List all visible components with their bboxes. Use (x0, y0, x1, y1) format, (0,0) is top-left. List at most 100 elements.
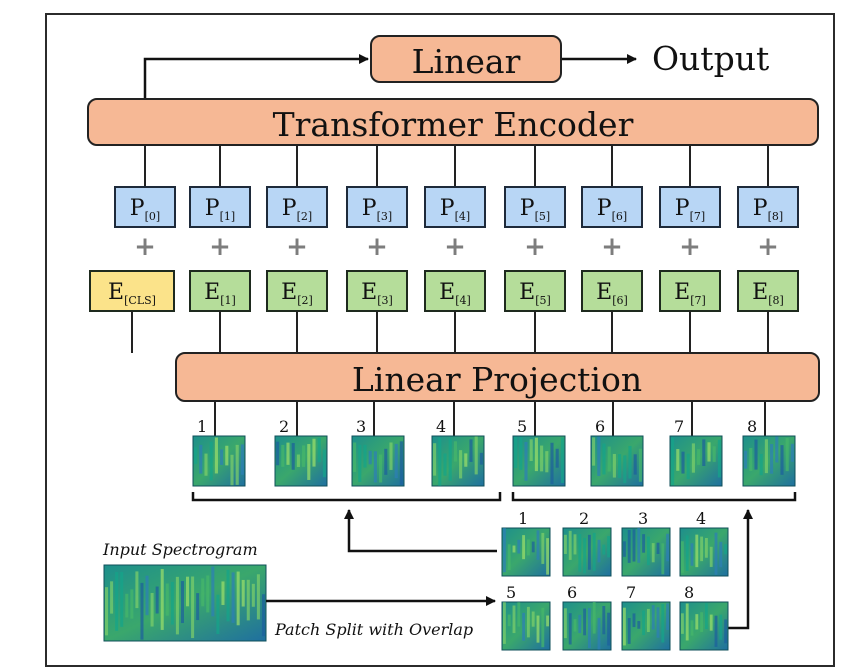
cls-embedding-box (89, 270, 175, 312)
patch-tile (669, 435, 723, 487)
position-embedding-box (504, 186, 566, 228)
linear-box (370, 35, 562, 83)
split-patch-tile (562, 601, 612, 651)
position-subscript: [7] (690, 210, 706, 223)
position-base: P (130, 196, 145, 221)
position-base: P (440, 196, 455, 221)
plus-sign: + (286, 232, 308, 262)
position-embedding-label: P[5] (520, 196, 550, 223)
patch-number: 7 (674, 417, 684, 436)
position-embedding-box (189, 186, 251, 228)
patch-tile (590, 435, 644, 487)
patch-number: 6 (595, 417, 605, 436)
patch-number: 1 (197, 417, 207, 436)
plus-sign: + (444, 232, 466, 262)
split-patch-number: 3 (638, 509, 648, 528)
linear-projection-box (175, 352, 820, 402)
position-base: P (520, 196, 535, 221)
patch-number: 2 (279, 417, 289, 436)
split-patch-tile (562, 527, 612, 577)
plus-sign: + (134, 232, 156, 262)
patch-embedding-box (504, 270, 566, 312)
patch-tile (351, 435, 405, 487)
bracket-right-group (511, 492, 797, 502)
patch-tile (274, 435, 328, 487)
split-patch-number: 5 (506, 583, 516, 602)
bracket-left-group (191, 492, 502, 502)
plus-sign: + (601, 232, 623, 262)
position-embedding-label: P[3] (362, 196, 392, 223)
plus-sign: + (366, 232, 388, 262)
split-to-right-group-arrow (728, 509, 753, 630)
transformer-encoder-box (87, 98, 819, 146)
patch-split-label: Patch Split with Overlap (274, 620, 473, 639)
plus-sign: + (679, 232, 701, 262)
patch-embedding-label: E[6] (596, 280, 628, 307)
token-columns: P[0]+E[CLS]P[1]+E[1]P[2]+E[2]P[3]+E[3]P[… (89, 145, 799, 353)
input-spectrogram-label: Input Spectrogram (102, 540, 258, 559)
position-base: P (362, 196, 377, 221)
patch-number: 5 (517, 417, 527, 436)
position-subscript: [0] (145, 210, 161, 223)
patch-embedding-label: E[7] (674, 280, 706, 307)
split-patch-number: 6 (567, 583, 577, 602)
position-embedding-label: P[4] (440, 196, 470, 223)
position-subscript: [2] (297, 210, 313, 223)
split-patch-tile (501, 527, 551, 577)
position-base: P (205, 196, 220, 221)
patch-embedding-box (346, 270, 408, 312)
cls-embedding-label: E[CLS] (108, 280, 156, 307)
split-patch-number: 1 (518, 509, 528, 528)
split-patch-tile (621, 527, 671, 577)
split-patch-number: 4 (696, 509, 706, 528)
position-base: P (675, 196, 690, 221)
position-base: P (753, 196, 768, 221)
position-embedding-box (114, 186, 176, 228)
position-subscript: [6] (612, 210, 628, 223)
position-subscript: [3] (377, 210, 393, 223)
input-spectrogram (103, 564, 267, 642)
position-base: P (597, 196, 612, 221)
patch-embedding-label: E[5] (519, 280, 551, 307)
position-subscript: [1] (220, 210, 236, 223)
patch-embedding-label: E[2] (281, 280, 313, 307)
split-patch-tile (679, 527, 729, 577)
linear-projection-label: Linear Projection (352, 360, 642, 399)
split-patch-number: 2 (579, 509, 589, 528)
position-embedding-box (346, 186, 408, 228)
patch-tile (192, 435, 246, 487)
transformer-encoder-label: Transformer Encoder (273, 105, 634, 144)
split-patch-tile (501, 601, 551, 651)
patch-tile (431, 435, 485, 487)
position-embedding-label: P[8] (753, 196, 783, 223)
position-embedding-box (581, 186, 643, 228)
position-embedding-box (737, 186, 799, 228)
patch-embedding-label: E[4] (439, 280, 471, 307)
patch-number: 8 (747, 417, 757, 436)
position-subscript: [4] (455, 210, 471, 223)
patch-number: 4 (436, 417, 446, 436)
position-embedding-box (424, 186, 486, 228)
patch-tile (512, 435, 566, 487)
patch-embedding-label: E[3] (361, 280, 393, 307)
patch-embedding-label: E[8] (752, 280, 784, 307)
position-embedding-label: P[0] (130, 196, 160, 223)
plus-sign: + (209, 232, 231, 262)
patch-tile (742, 435, 796, 487)
patch-embedding-label: E[1] (204, 280, 236, 307)
linear-label: Linear (412, 42, 521, 81)
position-embedding-label: P[2] (282, 196, 312, 223)
position-embedding-box (659, 186, 721, 228)
position-base: P (282, 196, 297, 221)
position-embedding-label: P[1] (205, 196, 235, 223)
patch-embedding-box (737, 270, 799, 312)
plus-sign: + (524, 232, 546, 262)
split-to-left-group-arrow (344, 509, 497, 553)
input-spectrogram-image (103, 564, 267, 642)
split-patch-tile (621, 601, 671, 651)
split-patch-number: 8 (684, 583, 694, 602)
position-embedding-label: P[7] (675, 196, 705, 223)
